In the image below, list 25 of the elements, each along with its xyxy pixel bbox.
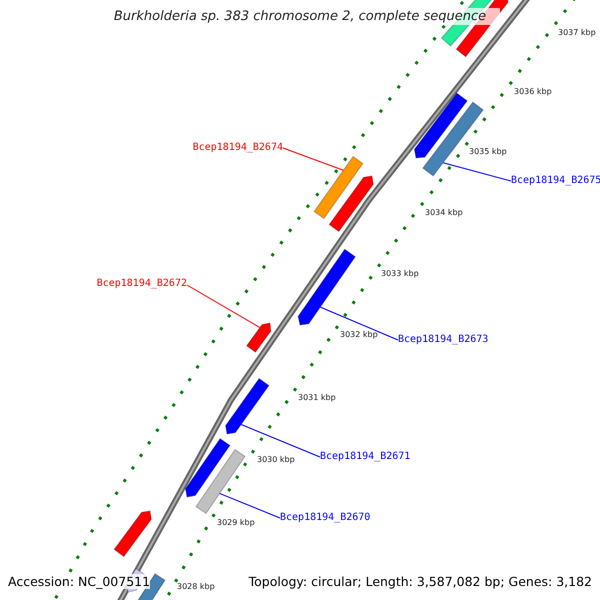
gene-label: Bcep18194_B2674 [192, 142, 283, 154]
gene-label: Bcep18194_B2671 [320, 451, 410, 463]
gene-feature [313, 156, 364, 220]
tick-label: 3037 kbp [558, 28, 596, 38]
tick-label: 3030 kbp [257, 455, 295, 465]
gene-label: Bcep18194_B2670 [280, 512, 370, 524]
leader-line [219, 492, 280, 518]
leader-line [442, 162, 512, 182]
leader-line [320, 306, 398, 340]
tick-label: 3035 kbp [469, 147, 507, 157]
leader-line [240, 424, 320, 458]
tick-label: 3031 kbp [298, 393, 336, 403]
gene-label: Bcep18194_B2673 [398, 334, 488, 346]
tick-label: 3034 kbp [425, 208, 463, 218]
tick-label: 3032 kbp [340, 330, 378, 340]
leader-line [282, 148, 344, 171]
tick-label: 3028 kbp [177, 582, 215, 592]
footer-text: Accession: NC_007511 [8, 574, 150, 589]
gene-label: Bcep18194_B2672 [96, 278, 187, 290]
gene-feature [298, 248, 356, 326]
gene-feature [225, 378, 270, 435]
footer-text: Topology: circular; Length: 3,587,082 bp; Genes: 3,182 [248, 574, 592, 589]
gene-feature [195, 448, 246, 514]
gene-feature [246, 322, 272, 353]
leader-line [186, 284, 260, 328]
